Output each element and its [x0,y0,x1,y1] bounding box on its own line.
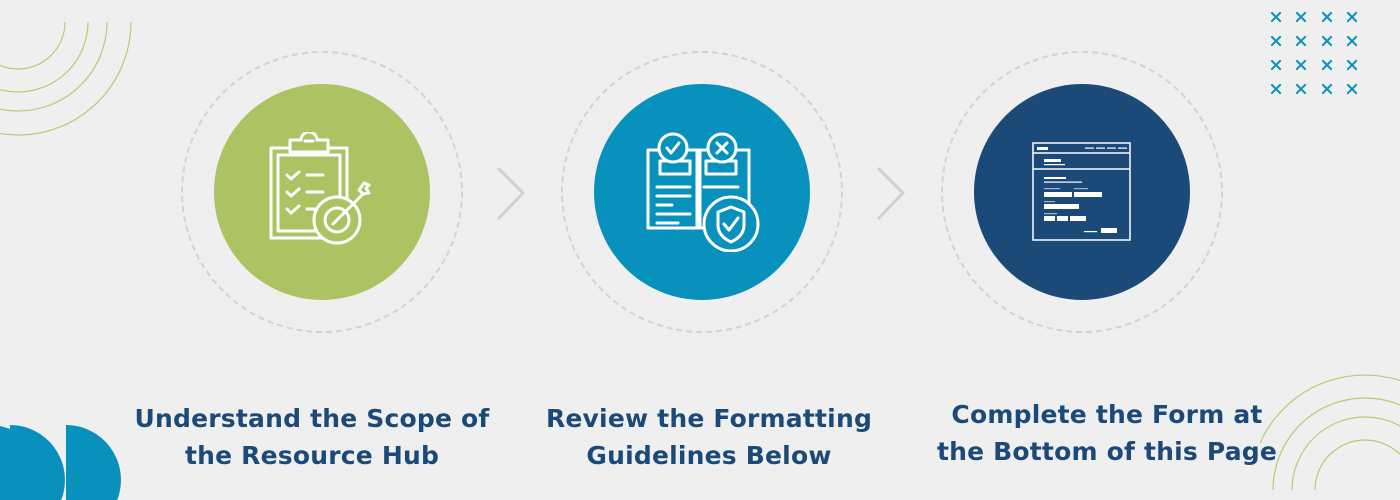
step-3-label: Complete the Form at the Bottom of this … [907,396,1307,470]
clipboard-target-icon [269,132,371,245]
decorative-arcs-top-left [0,21,132,136]
step-3-label-line1: Complete the Form at [951,400,1263,429]
step-2-label-line2: Guidelines Below [586,441,832,470]
chevron-right-icon [877,167,905,220]
decorative-x-grid [1270,11,1358,94]
step-1-label: Understand the Scope of the Resource Hub [112,400,512,474]
step-2-label: Review the Formatting Guidelines Below [509,400,909,474]
step-1-dashed-ring [181,51,463,333]
step-3-label-line2: the Bottom of this Page [936,437,1278,466]
step-1-circle [214,84,430,300]
step-1-label-line1: Understand the Scope of [134,404,490,433]
step-2-circle [594,84,810,300]
chevron-right-icon [497,167,525,220]
documents-shield-icon [646,132,760,252]
decorative-arcs-bottom-right [1260,374,1400,491]
web-form-icon [1032,142,1131,241]
step-2-dashed-ring [561,51,843,333]
step-3-dashed-ring [941,51,1223,333]
decorative-half-circles [0,425,121,500]
step-2-label-line1: Review the Formatting [545,404,873,433]
step-1-label-line2: the Resource Hub [184,441,440,470]
step-3-circle [974,84,1190,300]
